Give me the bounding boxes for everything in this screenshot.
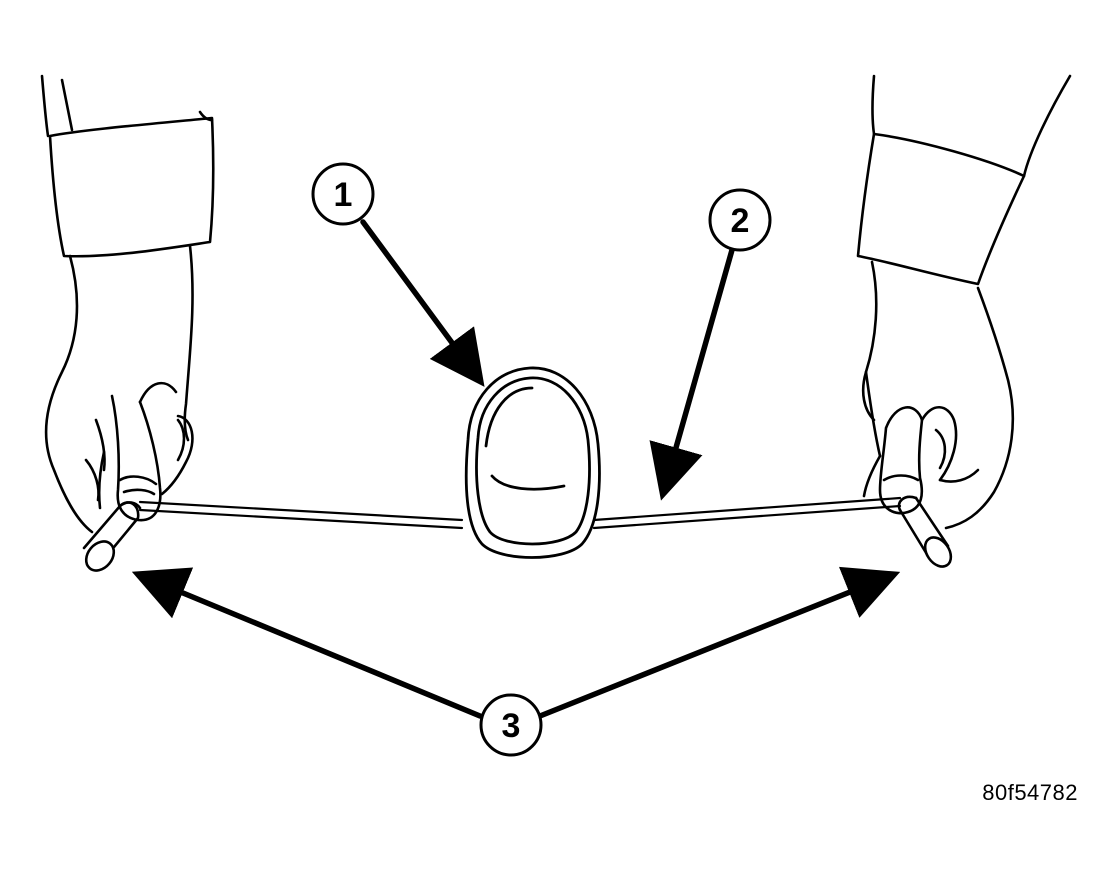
right-handle	[897, 495, 953, 568]
callout-3: 3	[479, 693, 543, 757]
left-handle	[82, 501, 142, 572]
antenna-base	[464, 366, 601, 559]
leader-3-right	[537, 566, 901, 719]
left-hand	[40, 74, 215, 534]
leader-lines	[131, 219, 901, 719]
callout-2-label: 2	[731, 202, 750, 240]
callout-3-label: 3	[502, 707, 521, 745]
figure-id: 80f54782	[982, 780, 1078, 805]
callout-1: 1	[311, 162, 375, 226]
leader-1	[360, 219, 485, 387]
leader-3-left	[131, 567, 483, 719]
leader-2	[649, 247, 735, 501]
right-hand	[856, 74, 1072, 530]
callout-2: 2	[708, 188, 772, 252]
callout-1-label: 1	[334, 176, 353, 214]
cutting-wire	[138, 496, 902, 530]
